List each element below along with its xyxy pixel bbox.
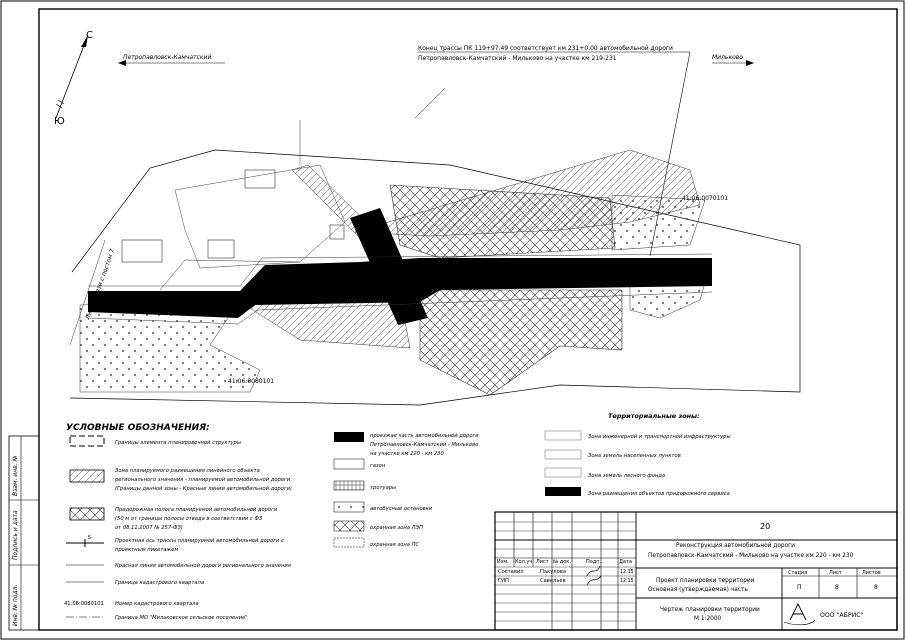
legend-swatch-roadside-strip (69, 507, 105, 521)
legend-l3a: Придорожная полоса планируемой автомобил… (115, 507, 278, 513)
direction-right-label: Мильково (712, 54, 743, 61)
doc-line2: Основная (утверждаемая) часть (648, 587, 748, 593)
legend-l3c: от 08.11.2007 № 257-ФЗ) (115, 525, 183, 531)
legend-swatch-power-line-zone (333, 520, 365, 532)
row2-date: 12.15 (620, 578, 634, 584)
head-sheet: Лист (829, 570, 842, 576)
col-data: Дата (619, 559, 632, 565)
legend-swatch-bus-stop (333, 501, 365, 513)
legend-l2b: регионального значения - планируемой авт… (114, 477, 291, 483)
title-block (494, 511, 898, 631)
legend-m1b: Петропавловск-Камчатский - Мильково (370, 442, 478, 448)
drawing-line2: М 1:2000 (694, 616, 722, 622)
row1-date: 12.15 (620, 569, 634, 575)
legend-l4b: проектным пикетажем (115, 547, 178, 553)
zone-z2: Зона земель населенных пунктов (588, 453, 681, 459)
legend-swatch-sidewalk (333, 480, 365, 491)
zone-swatch-forest (544, 467, 582, 478)
legend-l3b: (50 м от границы полосы отвода в соответ… (115, 516, 263, 522)
legend-m6: охранная зона ПС (370, 542, 419, 548)
legend-m2: газон (370, 463, 386, 469)
north-arrow-icon: С Ю (54, 30, 93, 127)
col-koluch: Кол.уч (515, 559, 532, 565)
zone-swatch-settlement (544, 449, 582, 460)
legend-swatch-lawn (333, 458, 365, 470)
margin-field-2: Подпись и дата (12, 510, 19, 560)
project-line2: Петропавловск-Камчатский - Мильково на у… (648, 552, 854, 559)
row1-signature (586, 565, 601, 577)
legend-l7: Номер кадастрового квартала (115, 601, 199, 607)
zone-z1: Зона инженерной и транспортной инфрастру… (588, 434, 731, 440)
direction-left-label: Петропавловск-Камчатский (123, 54, 211, 61)
legend-swatch-placement-zone (69, 469, 105, 483)
cadastral-block-1: 41:06:0070101 (682, 195, 728, 202)
legend-axis-mark: 5 (88, 535, 91, 541)
head-sheets: Листов (862, 570, 881, 576)
row2-role: ГИП (498, 578, 509, 584)
legend-m3: тротуары (370, 485, 396, 491)
doc-line1: Проект планировки территории (656, 578, 755, 584)
title-block-text: 20 Реконструкция автомобильной дороги Пе… (497, 522, 881, 626)
company-logo-icon (783, 602, 816, 626)
end-note-line2: Петропавловск-Камчатский - Мильково на у… (418, 55, 617, 62)
zone-z3: Зона земель лесного фонда (588, 473, 665, 479)
legend: УСЛОВНЫЕ ОБОЗНАЧЕНИЯ: Границы элемента п… (64, 412, 731, 621)
row2-name: Савельев (540, 578, 566, 584)
col-ndok: № док. (553, 559, 571, 565)
organization-name: ООО "АБРИС" (820, 612, 864, 619)
drawing-line1: Чертеж планировки территории (660, 607, 760, 613)
col-list: Лист (536, 559, 549, 565)
end-note-line1: Конец трассы ПК 119+97.49 соответствует … (418, 45, 673, 52)
col-podp: Подп. (586, 559, 602, 565)
margin-field-1: Взам. инв. № (12, 455, 19, 496)
row2-signature (586, 575, 602, 586)
drawing-frame (38, 8, 898, 631)
north-label: С (86, 30, 93, 41)
legend-l6: Граница кадастрового квартала (115, 580, 204, 586)
legend-title: УСЛОВНЫЕ ОБОЗНАЧЕНИЯ: (66, 423, 210, 433)
legend-swatch-structure (69, 435, 105, 447)
value-sheets: 8 (874, 584, 878, 591)
head-stage: Стадия (788, 570, 807, 576)
legend-m1a: проезжая часть автомобильной дороги (370, 433, 479, 439)
cadastral-block-2: 41:06:0080101 (228, 378, 274, 385)
zones-title: Территориальные зоны: (608, 412, 700, 420)
sheet-code: 20 (760, 522, 770, 531)
legend-m5: охранная зона ЛЭП (370, 525, 423, 531)
margin-field-3: Инв. № подл. (12, 585, 19, 626)
legend-l2a: Зона планируемого размещения линейного о… (115, 468, 260, 474)
zone-z4: Зона размещения объектов придорожного се… (588, 491, 730, 497)
legend-l2c: (Границы данной зоны - Красные линии авт… (115, 486, 292, 492)
legend-m1c: на участке км 220 - км 230 (370, 451, 444, 457)
legend-m4: автобусные остановки (370, 506, 433, 512)
legend-swatch-substation-zone (333, 537, 365, 548)
legend-l5: Красная линия автомобильной дороги регио… (115, 563, 291, 569)
value-sheet: 8 (835, 584, 839, 591)
value-stage: П (797, 584, 802, 591)
legend-l8: Граница МО "Мильковское сельское поселен… (115, 615, 248, 621)
legend-swatch-carriageway (334, 432, 364, 442)
legend-l4a: Проектная ось трассы планируемой автомоб… (115, 538, 284, 544)
row1-name: Пакулова (540, 569, 566, 575)
legend-l1: Границы элемента планировочной структуры (115, 440, 241, 446)
project-line1: Реконструкция автомобильной дороги (676, 542, 795, 549)
zone-swatch-roadside-service (545, 487, 581, 496)
south-label: Ю (54, 116, 65, 127)
legend-cadastral-code: 41:06:0080101 (64, 601, 104, 607)
col-izm: Изм. (497, 559, 509, 565)
margin-stamp: Взам. инв. № Подпись и дата Инв. № подл. (8, 435, 40, 631)
zone-swatch-infrastructure (544, 430, 582, 441)
row1-role: Составил (498, 569, 524, 575)
